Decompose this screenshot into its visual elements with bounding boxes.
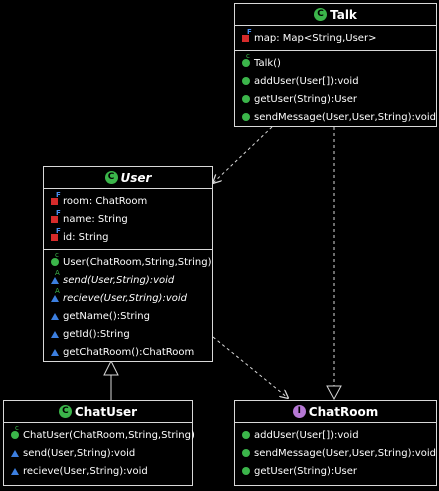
class-header: C Talk (235, 4, 436, 26)
edge-user-chatroom-dependency (212, 336, 288, 398)
protected-method-icon (50, 311, 60, 321)
method-text: ChatUser(ChatRoom,String,String) (23, 429, 195, 441)
class-header: C ChatUser (4, 401, 192, 423)
constructor-icon (241, 52, 251, 68)
method-row[interactable]: recieve(User,String):void (10, 462, 192, 480)
private-final-field-icon (50, 191, 61, 206)
methods-section: Talk() addUser(User[]):void getUser(Stri… (235, 50, 436, 129)
interface-stereotype-icon: I (292, 405, 306, 418)
class-user[interactable]: C User room: ChatRoom name: String id: S… (43, 166, 213, 362)
public-method-icon (241, 94, 251, 104)
class-title: ChatRoom (308, 404, 379, 419)
class-header: C User (44, 167, 212, 189)
method-text: getId():String (63, 328, 130, 340)
class-title: User (120, 170, 152, 185)
private-final-field-icon (241, 28, 252, 43)
public-method-icon (241, 448, 251, 458)
method-row[interactable]: addUser(User[]):void (241, 426, 436, 444)
method-row[interactable]: recieve(User,String):void (50, 287, 212, 307)
class-stereotype-icon: C (314, 8, 328, 21)
method-row[interactable]: getUser(String):User (241, 462, 436, 480)
protected-method-icon (10, 448, 20, 458)
method-text: addUser(User[]):void (254, 75, 359, 87)
field-text: name: String (63, 213, 128, 225)
method-row[interactable]: User(ChatRoom,String,String) (50, 251, 212, 271)
method-text: Talk() (254, 57, 281, 69)
edge-chatuser-user-arrowhead (103, 359, 119, 376)
method-row[interactable]: getId():String (50, 325, 212, 343)
methods-section: User(ChatRoom,String,String) send(User,S… (44, 249, 212, 364)
class-chatroom[interactable]: I ChatRoom addUser(User[]):void sendMess… (234, 400, 437, 486)
constructor-icon (50, 251, 60, 267)
field-row[interactable]: name: String (50, 209, 212, 228)
class-title: Talk (330, 7, 357, 22)
public-method-icon (241, 76, 251, 86)
protected-method-icon (50, 347, 60, 357)
class-header: I ChatRoom (235, 401, 436, 423)
method-text: send(User,String):void (63, 274, 175, 286)
protected-abstract-method-icon (50, 269, 60, 285)
method-text: recieve(User,String):void (23, 465, 148, 477)
private-final-field-icon (50, 227, 61, 242)
methods-section: addUser(User[]):void sendMessage(User,Us… (235, 423, 436, 483)
method-row[interactable]: getName():String (50, 307, 212, 325)
method-row[interactable]: ChatUser(ChatRoom,String,String) (10, 424, 195, 444)
public-method-icon (241, 466, 251, 476)
constructor-icon (10, 424, 20, 440)
field-text: id: String (63, 231, 109, 243)
method-text: sendMessage(User,User,String):void (254, 447, 436, 459)
method-text: getChatRoom():ChatRoom (63, 346, 195, 358)
method-text: getName():String (63, 310, 150, 322)
method-row[interactable]: sendMessage(User,User,String):void (241, 108, 436, 126)
method-text: getUser(String):User (254, 465, 358, 477)
field-text: map: Map<String,User> (254, 32, 377, 44)
protected-method-icon (10, 466, 20, 476)
method-row[interactable]: Talk() (241, 52, 436, 72)
fields-section: map: Map<String,User> (235, 26, 436, 50)
private-final-field-icon (50, 209, 61, 224)
class-stereotype-icon: C (58, 405, 72, 418)
method-text: sendMessage(User,User,String):void (254, 111, 436, 123)
protected-method-icon (50, 329, 60, 339)
method-text: recieve(User,String):void (63, 292, 187, 304)
edge-talk-user-dependency (213, 126, 273, 183)
class-title: ChatUser (74, 404, 138, 419)
method-row[interactable]: sendMessage(User,User,String):void (241, 444, 436, 462)
public-method-icon (241, 430, 251, 440)
fields-section: room: ChatRoom name: String id: String (44, 189, 212, 249)
class-chatuser[interactable]: C ChatUser ChatUser(ChatRoom,String,Stri… (3, 400, 195, 486)
method-row[interactable]: send(User,String):void (10, 444, 192, 462)
method-row[interactable]: send(User,String):void (50, 269, 212, 289)
protected-abstract-method-icon (50, 287, 60, 303)
method-row[interactable]: getChatRoom():ChatRoom (50, 343, 212, 361)
field-text: room: ChatRoom (63, 195, 148, 207)
method-row[interactable]: getUser(String):User (241, 90, 436, 108)
class-talk[interactable]: C Talk map: Map<String,User> Talk() addU… (234, 3, 437, 127)
method-row[interactable]: addUser(User[]):void (241, 72, 436, 90)
field-row[interactable]: id: String (50, 227, 212, 246)
public-method-icon (241, 112, 251, 122)
field-row[interactable]: room: ChatRoom (50, 191, 212, 210)
class-stereotype-icon: C (104, 171, 118, 184)
method-text: addUser(User[]):void (254, 429, 359, 441)
edge-talk-chatroom-arrowhead (326, 385, 342, 401)
field-row[interactable]: map: Map<String,User> (241, 28, 436, 47)
methods-section: ChatUser(ChatRoom,String,String) send(Us… (4, 423, 195, 483)
method-text: getUser(String):User (254, 93, 358, 105)
method-text: send(User,String):void (23, 447, 136, 459)
method-text: User(ChatRoom,String,String) (63, 256, 212, 268)
